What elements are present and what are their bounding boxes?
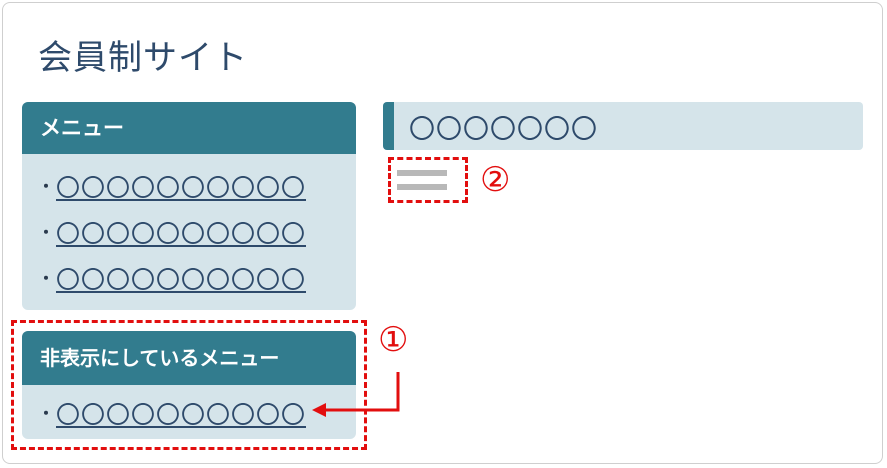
heading-accent — [383, 102, 394, 150]
sidebar-menu-link-2[interactable]: 〇〇〇〇〇〇〇〇〇〇 — [56, 219, 306, 248]
sidebar-menu-item: ・ 〇〇〇〇〇〇〇〇〇〇 — [22, 162, 356, 208]
bullet: ・ — [38, 404, 55, 423]
sidebar-menu-item: ・ 〇〇〇〇〇〇〇〇〇〇 — [22, 254, 356, 300]
highlight-box-2 — [388, 157, 468, 203]
bullet: ・ — [38, 177, 55, 196]
sidebar-menu-item: ・ 〇〇〇〇〇〇〇〇〇〇 — [22, 208, 356, 254]
sidebar-menu-link-1[interactable]: 〇〇〇〇〇〇〇〇〇〇 — [56, 173, 306, 202]
sidebar-menu-link-3[interactable]: 〇〇〇〇〇〇〇〇〇〇 — [56, 265, 306, 294]
hidden-menu-item: ・ 〇〇〇〇〇〇〇〇〇〇 — [22, 389, 356, 435]
hamburger-line — [397, 184, 447, 190]
sidebar-menu-list: ・ 〇〇〇〇〇〇〇〇〇〇 ・ 〇〇〇〇〇〇〇〇〇〇 ・ 〇〇〇〇〇〇〇〇〇〇 — [22, 162, 356, 300]
hidden-menu-list: ・ 〇〇〇〇〇〇〇〇〇〇 — [22, 389, 356, 435]
site-title: 会員制サイト — [38, 38, 248, 78]
hidden-menu: 非表示にしているメニュー ・ 〇〇〇〇〇〇〇〇〇〇 — [22, 331, 356, 439]
bullet: ・ — [38, 269, 55, 288]
hamburger-line — [397, 170, 447, 176]
main-heading: 〇〇〇〇〇〇〇 — [409, 115, 599, 145]
hidden-menu-header: 非表示にしているメニュー — [22, 331, 356, 385]
sidebar-menu-header: メニュー — [22, 102, 356, 154]
hidden-menu-link-1[interactable]: 〇〇〇〇〇〇〇〇〇〇 — [56, 400, 306, 429]
annotation-number-2: ② — [480, 160, 511, 200]
annotation-number-1: ① — [378, 320, 409, 360]
main-heading-bar: 〇〇〇〇〇〇〇 — [383, 102, 863, 150]
highlight-box-1 — [11, 320, 367, 450]
hamburger-menu-icon[interactable] — [391, 160, 465, 200]
bullet: ・ — [38, 223, 55, 242]
sidebar-menu: メニュー ・ 〇〇〇〇〇〇〇〇〇〇 ・ 〇〇〇〇〇〇〇〇〇〇 ・ 〇〇〇〇〇〇〇… — [22, 102, 356, 310]
